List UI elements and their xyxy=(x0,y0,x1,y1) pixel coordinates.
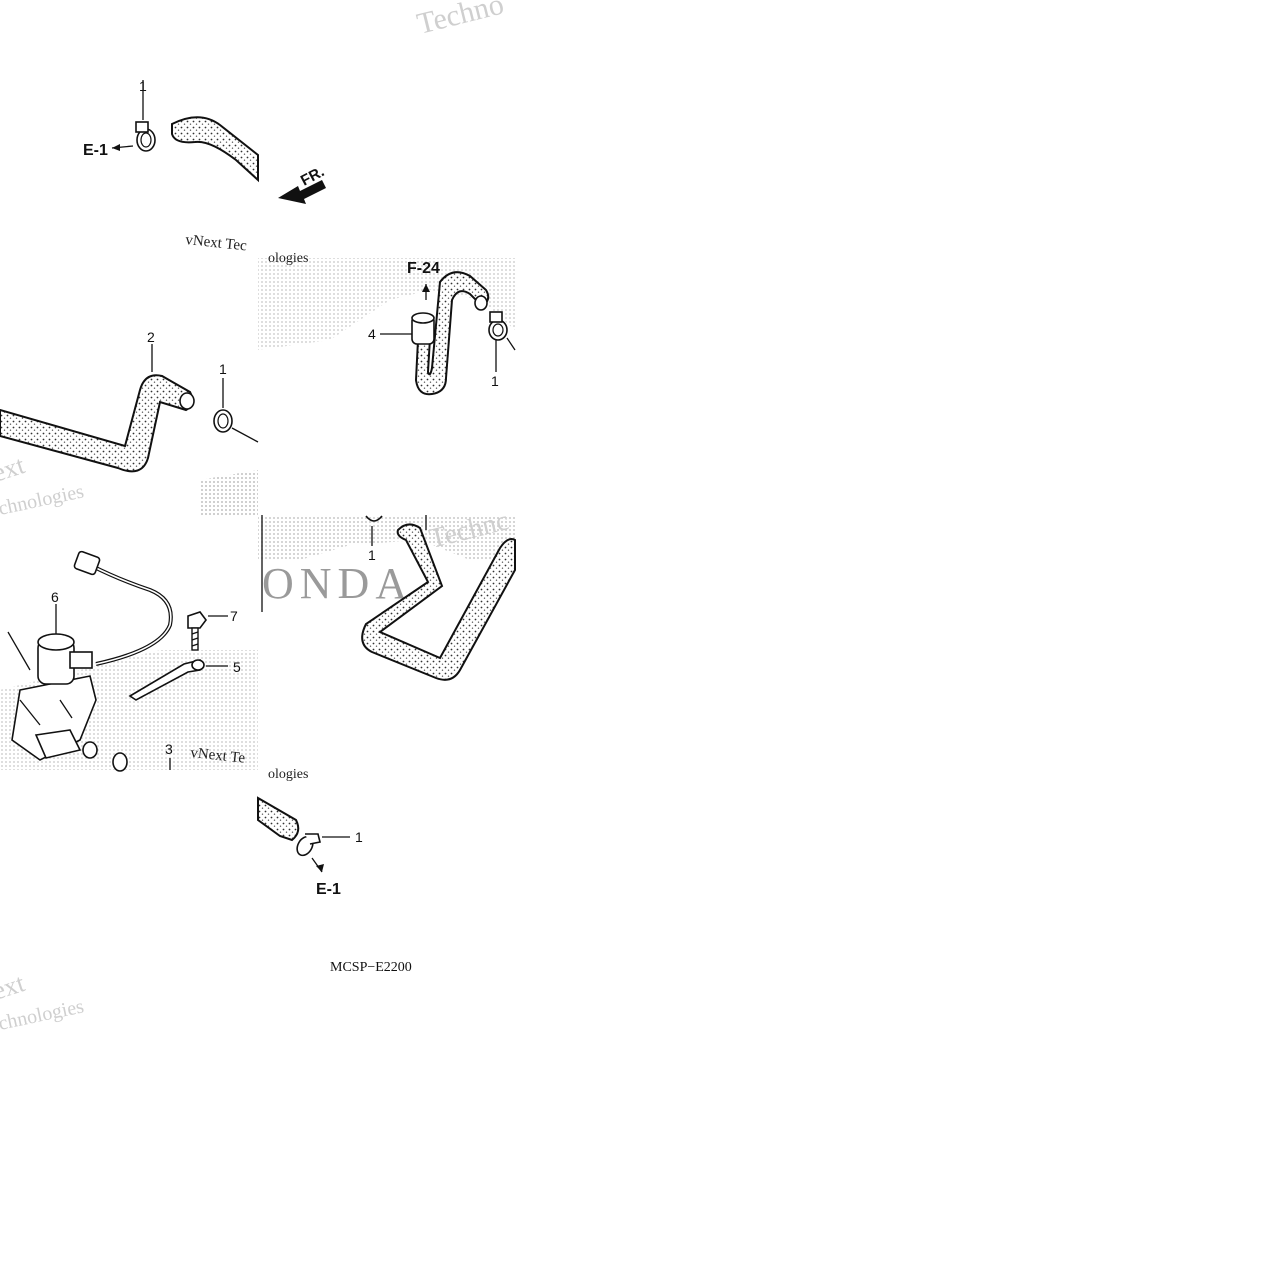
stay-5 xyxy=(128,659,228,701)
watermark-brand: ext xyxy=(0,450,29,488)
valve-connector xyxy=(73,550,101,576)
hose-top xyxy=(171,116,259,183)
hose-2 xyxy=(0,374,194,473)
diagram-code: MCSP−E2200 xyxy=(330,960,412,975)
watermark-brand: Techno xyxy=(414,0,507,41)
callout-5: 5 xyxy=(233,659,241,675)
hose-center xyxy=(361,523,516,681)
ref-e1-bottom: E-1 xyxy=(316,881,341,898)
watermark-brand: vNext Te xyxy=(190,745,247,767)
hose-clamp-right xyxy=(488,311,516,372)
hose-bottom xyxy=(257,796,300,842)
ref-e1-top: E-1 xyxy=(83,142,108,159)
valve-wire xyxy=(91,564,173,666)
callout-3: 3 xyxy=(165,741,173,757)
callout-1-mid: 1 xyxy=(219,361,227,377)
front-direction-arrow: FR. xyxy=(278,163,327,204)
hose-clamp-bottom xyxy=(296,833,350,873)
callout-4: 4 xyxy=(368,326,376,342)
callout-1-right: 1 xyxy=(491,373,499,389)
watermark-brand: ext xyxy=(0,968,29,1006)
hose-clamp-center xyxy=(365,515,383,546)
logo-text: ONDA xyxy=(262,559,413,608)
callout-1-top: 1 xyxy=(139,78,147,94)
bolt-7 xyxy=(187,611,228,651)
hose-clamp-top xyxy=(111,80,156,152)
watermark-brand: chnologies xyxy=(0,480,86,520)
callout-7: 7 xyxy=(230,608,238,624)
hose-clamp-mid xyxy=(213,378,259,443)
watermark-brand: ologies xyxy=(268,767,308,782)
callout-6: 6 xyxy=(51,589,59,605)
callout-2: 2 xyxy=(147,329,155,345)
air-suction-valve-6 xyxy=(11,633,98,761)
watermark-brand: vNext Tec xyxy=(185,232,248,254)
ref-f24: F-24 xyxy=(407,260,440,277)
watermark-brand: ologies xyxy=(268,251,308,266)
callout-1-center: 1 xyxy=(368,547,376,563)
watermark-brand: chnologies xyxy=(0,995,86,1035)
callout-1-bottom: 1 xyxy=(355,829,363,845)
hose-clamp-low xyxy=(112,752,171,772)
